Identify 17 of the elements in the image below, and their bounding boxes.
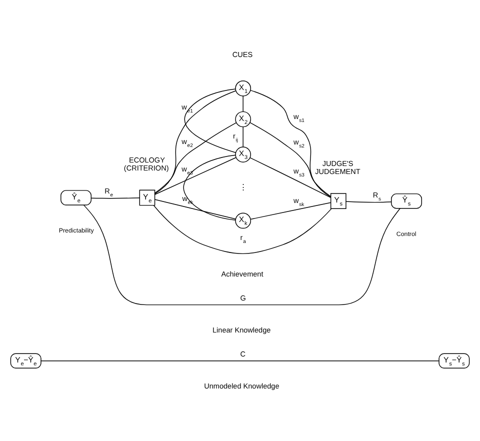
connector xyxy=(154,90,236,194)
connector xyxy=(183,154,236,220)
connector xyxy=(242,126,244,147)
connector xyxy=(154,156,236,194)
connector xyxy=(250,89,332,198)
connector xyxy=(184,88,236,152)
connector xyxy=(154,122,237,193)
connector xyxy=(250,156,332,198)
connector xyxy=(242,95,244,112)
connector xyxy=(40,360,440,361)
connector xyxy=(154,198,236,219)
connector xyxy=(91,197,140,198)
connector xyxy=(153,204,332,254)
connector xyxy=(250,122,332,196)
connector xyxy=(346,200,392,202)
connector xyxy=(83,204,400,305)
connector xyxy=(250,202,331,220)
